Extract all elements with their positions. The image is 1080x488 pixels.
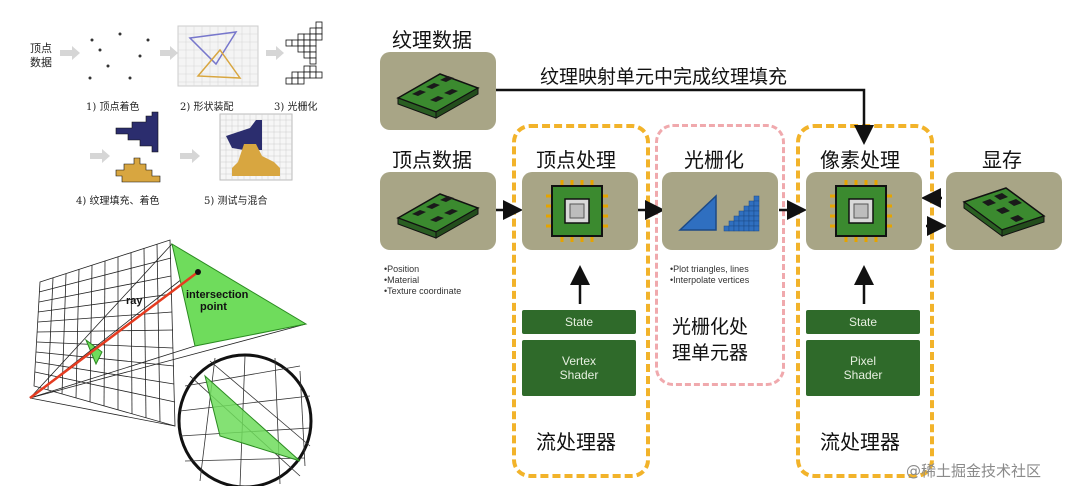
pixel-processing-title: 像素处理 <box>820 148 900 172</box>
scene-triangle <box>171 242 308 347</box>
magnifier <box>177 353 313 486</box>
raster-unit-label-2: 理单元器 <box>672 342 749 364</box>
vertex-shader-box: Vertex Shader <box>522 340 636 396</box>
steps-graphics <box>60 21 323 183</box>
bullet-interpolate: •Interpolate vertices <box>670 275 750 285</box>
vertex-stream-frame <box>512 124 650 478</box>
triangle-raster-icon <box>678 194 760 232</box>
texture-mapping-label: 纹理映射单元中完成纹理填充 <box>540 66 788 88</box>
intersection-label-1: intersection <box>186 289 249 301</box>
ray-casting-figure: ray intersection point <box>29 239 313 486</box>
step-arrow-4 <box>90 149 110 163</box>
step-5-label: 5) 测试与混合 <box>204 196 268 207</box>
pixel-shader-box: Pixel Shader <box>806 340 920 396</box>
pixel-shader-line-2: Shader <box>843 368 883 382</box>
pixel-state-box: State <box>806 310 920 334</box>
step-1-label: 1) 顶点着色 <box>86 102 140 113</box>
bullet-texture-coordinate: •Texture coordinate <box>384 286 462 296</box>
raster-box <box>662 172 778 250</box>
texture-data-box <box>380 52 496 130</box>
texture-data-title: 纹理数据 <box>392 28 472 52</box>
vertex-points <box>88 32 150 80</box>
rasterized-shapes <box>285 21 323 85</box>
ray-line <box>29 271 199 399</box>
vertex-data-title: 顶点数据 <box>392 148 472 172</box>
bullet-material: •Material <box>384 275 420 285</box>
vertex-shader-line-1: Vertex <box>561 354 597 368</box>
pixel-processing-box <box>806 172 922 250</box>
raster-unit-label-1: 光栅化处 <box>672 316 749 338</box>
chip-icon <box>830 180 892 242</box>
blended-result <box>219 113 293 181</box>
pixel-shader-line-1: Pixel <box>849 354 876 368</box>
vertex-processing-title: 顶点处理 <box>536 148 616 172</box>
step-4-label: 4) 纹理填充、着色 <box>76 196 160 207</box>
step-arrow-3 <box>266 46 284 60</box>
vertex-stream-label: 流处理器 <box>536 430 616 454</box>
perspective-grid <box>33 239 176 427</box>
shape-assembly-grid <box>177 25 259 87</box>
vertex-data-label-1: 顶点 <box>30 42 52 55</box>
vertex-shader-line-2: Shader <box>559 368 599 382</box>
ram-icon <box>396 73 480 119</box>
chip-icon <box>546 180 608 242</box>
texture-filled-shapes <box>115 111 161 183</box>
ram-icon <box>396 193 480 239</box>
ram-icon <box>962 187 1046 237</box>
vertex-processing-box <box>522 172 638 250</box>
vertex-data-box <box>380 172 496 250</box>
vertex-data-label-2: 数据 <box>30 56 52 69</box>
memory-title: 显存 <box>982 148 1022 172</box>
watermark: @稀土掘金技术社区 <box>906 462 1042 480</box>
ray-label: ray <box>126 295 143 307</box>
step-arrow-2 <box>160 46 178 60</box>
pixel-stream-label: 流处理器 <box>820 430 900 454</box>
step-3-label: 3) 光栅化 <box>274 102 318 113</box>
bullet-position: •Position <box>384 264 420 274</box>
memory-box <box>946 172 1062 250</box>
raster-title: 光栅化 <box>684 148 744 172</box>
raster-unit-frame <box>655 124 785 386</box>
step-arrow-1 <box>60 46 80 60</box>
step-2-label: 2) 形状装配 <box>180 102 234 113</box>
step-arrow-5 <box>180 149 200 163</box>
vertex-state-box: State <box>522 310 636 334</box>
texture-to-pixel-arrow <box>496 88 874 145</box>
intersection-dot <box>195 269 201 275</box>
bullet-plot-triangles: •Plot triangles, lines <box>670 264 749 274</box>
vertex-data-bullets: •Position •Material •Texture coordinate <box>384 264 461 297</box>
intersection-label-2: point <box>200 301 227 313</box>
raster-bullets: •Plot triangles, lines •Interpolate vert… <box>670 264 749 286</box>
